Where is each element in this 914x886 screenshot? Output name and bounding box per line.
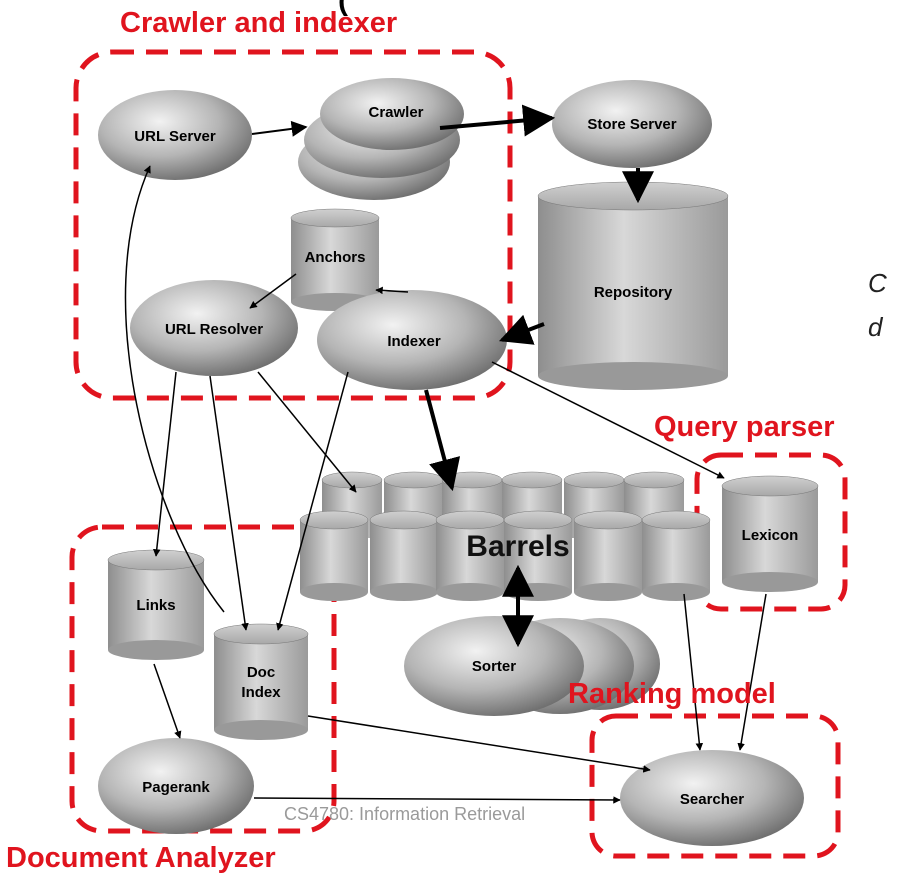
repository-label: Repository bbox=[594, 284, 673, 301]
links-label: Links bbox=[136, 597, 175, 614]
pagerank-node: Pagerank bbox=[98, 738, 254, 834]
indexer-label: Indexer bbox=[387, 333, 441, 350]
footer-text: CS4780: Information Retrieval bbox=[284, 804, 526, 824]
edge-links-pagerank bbox=[153, 663, 182, 739]
lexicon-node: Lexicon bbox=[721, 475, 819, 592]
url-resolver-label: URL Resolver bbox=[165, 321, 263, 338]
pagerank-label: Pagerank bbox=[142, 779, 210, 796]
lexicon-label: Lexicon bbox=[742, 527, 799, 544]
edge-pagerank-searcher bbox=[253, 796, 621, 804]
doc-index-label-line2: Index bbox=[241, 684, 281, 701]
region-label-query-parser: Query parser bbox=[654, 411, 835, 443]
store-server-label: Store Server bbox=[587, 116, 676, 133]
region-label-ranking-model: Ranking model bbox=[568, 678, 776, 710]
edge-urlserver-crawler bbox=[251, 120, 308, 137]
edge-barrels-searcher bbox=[683, 593, 704, 751]
doc-index-node: Doc Index bbox=[213, 623, 309, 740]
store-server-node: Store Server bbox=[552, 80, 712, 168]
edge-docindex-searcher bbox=[307, 715, 651, 773]
edge-urlresolver-docindex bbox=[209, 375, 249, 631]
side-text-2: d bbox=[868, 312, 883, 342]
url-resolver-node: URL Resolver bbox=[130, 280, 298, 376]
crawler-node: Crawler bbox=[298, 78, 464, 200]
anchors-node: Anchors bbox=[290, 208, 380, 311]
edge-urlresolver-links bbox=[153, 371, 177, 557]
edge-indexer-barrels bbox=[424, 389, 461, 492]
sorter-label: Sorter bbox=[472, 658, 516, 675]
side-text-1: C bbox=[868, 268, 887, 298]
crawler-label: Crawler bbox=[368, 104, 423, 121]
edge-lexicon-searcher bbox=[737, 593, 767, 751]
region-label-crawler-indexer: Crawler and indexer bbox=[120, 7, 398, 39]
searcher-node: Searcher bbox=[620, 750, 804, 846]
region-box-ranking-model bbox=[589, 713, 841, 859]
url-server-node: URL Server bbox=[98, 90, 252, 180]
edges bbox=[124, 104, 767, 804]
edge-anchors-urlresolver bbox=[249, 273, 297, 309]
links-node: Links bbox=[107, 549, 205, 660]
anchors-label: Anchors bbox=[305, 249, 366, 266]
edge-crawler-storeserver bbox=[439, 104, 556, 137]
doc-index-label-line1: Doc bbox=[247, 664, 275, 681]
url-server-label: URL Server bbox=[134, 128, 216, 145]
edge-indexer-docindex bbox=[276, 371, 349, 631]
edge-urlresolver-urlserver bbox=[124, 165, 225, 613]
region-label-document-analyzer: Document Analyzer bbox=[6, 842, 276, 874]
region-box-crawler-indexer bbox=[73, 49, 513, 401]
repository-node: Repository bbox=[537, 181, 729, 390]
edge-urlresolver-barrels bbox=[257, 371, 357, 493]
indexer-node: Indexer bbox=[317, 290, 507, 390]
searcher-label: Searcher bbox=[680, 791, 744, 808]
edge-repository-indexer bbox=[499, 314, 545, 345]
barrels-label: Barrels bbox=[466, 530, 569, 563]
region-box-query-parser bbox=[694, 452, 848, 612]
edge-indexer-anchors bbox=[375, 286, 409, 295]
title-fragment: ( bbox=[338, 0, 348, 17]
barrels-node: Barrels bbox=[299, 510, 711, 601]
edge-indexer-lexicon bbox=[491, 361, 725, 479]
